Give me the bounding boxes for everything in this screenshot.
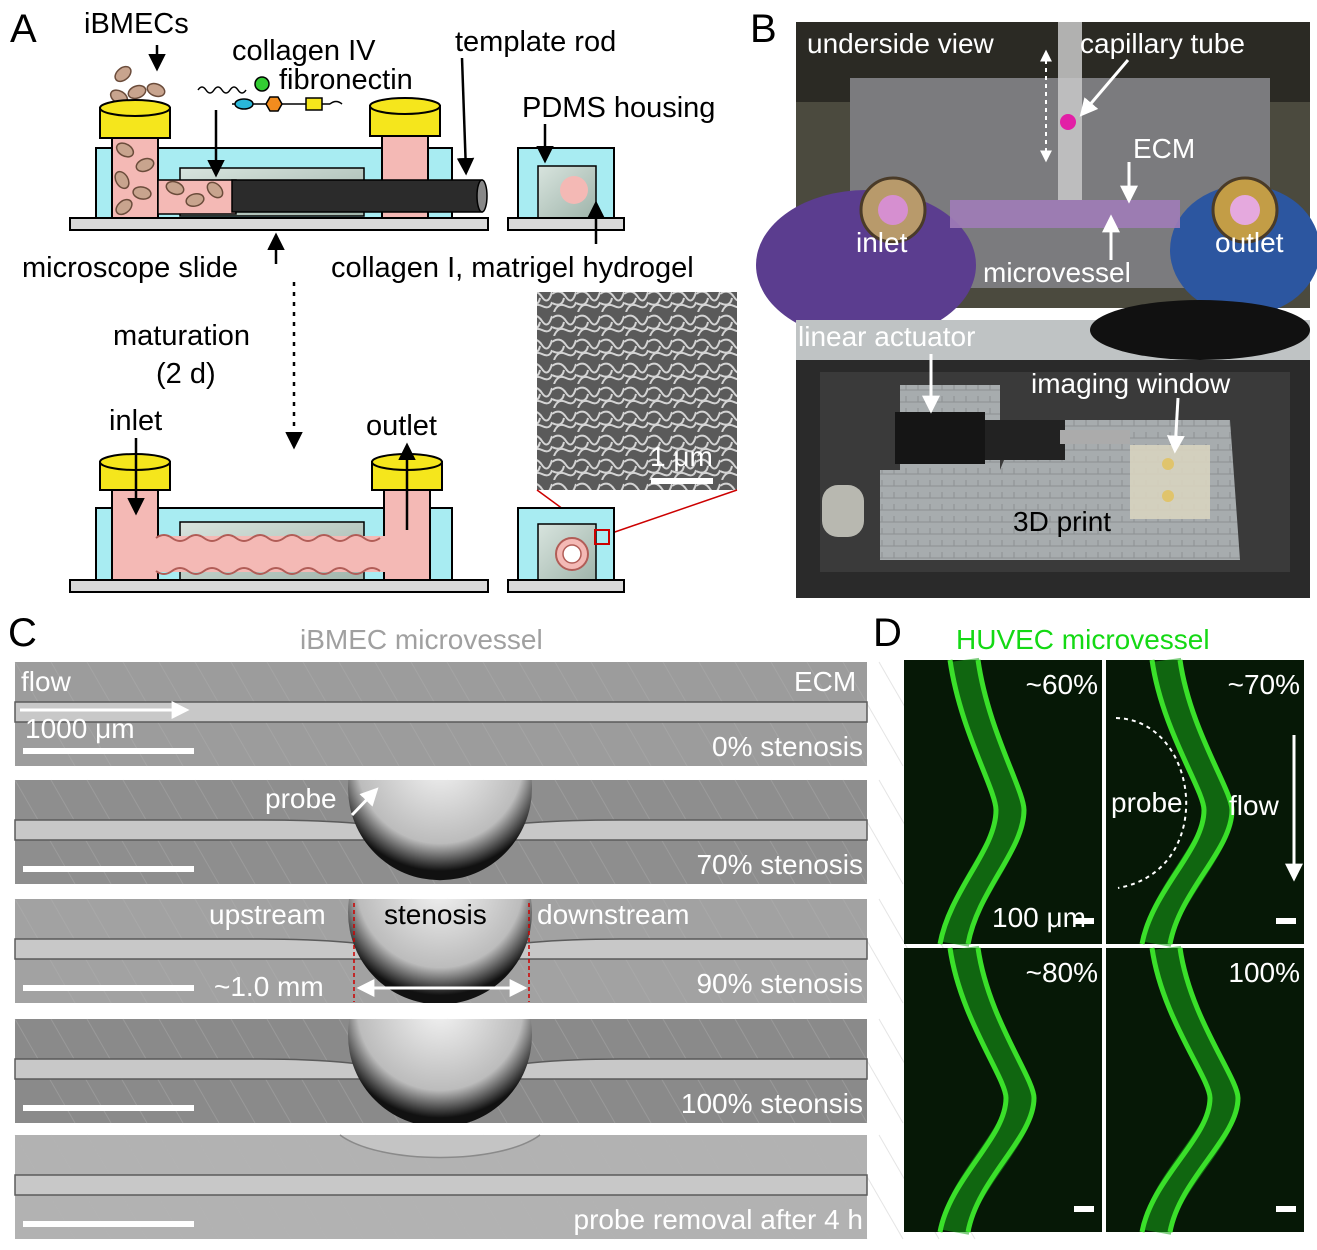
sem-image: 1 μm [536, 292, 738, 535]
device-schematic-top [69, 45, 489, 264]
stenosis-row: 70% stenosis [14, 779, 976, 885]
actuator-setup-photo: linear actuator imaging window 3D print [796, 300, 1310, 598]
stenosis-row: probe removal after 4 h [14, 1134, 976, 1240]
huvec-tile: 100% [1106, 945, 1304, 1236]
stenosis-row-label: probe removal after 4 h [574, 1204, 864, 1235]
probe-imprint [339, 1134, 541, 1159]
scale-bar [1074, 918, 1094, 924]
scale-bar [1276, 1206, 1296, 1212]
probe-label-c: probe [265, 783, 337, 814]
microvessel-outline [14, 1174, 868, 1196]
stenosis-row-label: 90% stenosis [696, 968, 863, 999]
stenosis-image-strip: 0% stenosis 70% stenosis 90% stenosis 100% … [14, 661, 976, 1240]
microscope-slide-label: microscope slide [22, 252, 238, 284]
panel-b-letter: B [750, 7, 777, 51]
panel-c-title: iBMEC microvessel [300, 624, 543, 655]
imaging-window-label: imaging window [1031, 368, 1231, 399]
length-label: ~1.0 mm [214, 971, 324, 1002]
vessel-wall [1141, 657, 1234, 948]
linear-actuator-label: linear actuator [798, 321, 975, 352]
hydrogel-label: collagen I, matrigel hydrogel [331, 252, 694, 284]
panel-a-letter: A [10, 7, 37, 51]
underside-view-label: underside view [807, 28, 995, 59]
stenosis-percent-label: ~60% [1026, 669, 1098, 700]
template-rod-label: template rod [455, 26, 616, 58]
scale-bar [23, 748, 194, 754]
probe-sphere [348, 1019, 532, 1123]
capillary-tube-label: capillary tube [1080, 28, 1245, 59]
fibronectin-label: fibronectin [279, 64, 413, 96]
ecm-label-b: ECM [1133, 133, 1195, 164]
probe-label-d: probe [1111, 787, 1183, 818]
panel-c: C iBMEC microvessel 0% stenosis 70% steno… [8, 611, 976, 1240]
inlet-label-a: inlet [109, 405, 162, 437]
upstream-label: upstream [209, 899, 326, 930]
stenosis-row-label: 0% stenosis [712, 731, 863, 762]
panel-a: A iBMECs collagen IV fibronectin templat… [10, 7, 738, 593]
stenosis-row: 0% stenosis [14, 661, 976, 767]
ecm-protein-molecules [197, 76, 343, 112]
stenosis-label: stenosis [384, 899, 487, 930]
probe-sphere [348, 780, 532, 881]
cross-section-bottom [507, 507, 625, 593]
stenosis-row: 100% steonsis [14, 1018, 976, 1124]
huvec-tile: ~70% [1106, 657, 1304, 948]
huvec-image-grid: ~60% ~70% ~80% 100% [904, 657, 1304, 1236]
tile-background [1106, 948, 1304, 1232]
stenosis-percent-label: ~70% [1228, 669, 1300, 700]
stenosis-percent-label: ~80% [1026, 957, 1098, 988]
scale-bar [1276, 918, 1296, 924]
panel-d-letter: D [873, 611, 902, 655]
ibmecs-label: iBMECs [84, 8, 189, 40]
ecm-label-c: ECM [794, 666, 856, 697]
maturation-label: maturation [113, 320, 250, 352]
downstream-label: downstream [537, 899, 690, 930]
panel-d: D HUVEC microvessel ~60% ~70% ~80% 100% pro… [873, 611, 1304, 1236]
vessel-wall [939, 945, 1036, 1236]
pdms-housing-label: PDMS housing [522, 92, 715, 124]
sem-scale-label: 1 μm [650, 441, 713, 472]
maturation-time-label: (2 d) [156, 358, 216, 390]
underside-view-photo: underside view capillary tube ECM inlet … [756, 22, 1317, 340]
vessel-wall [1141, 945, 1240, 1236]
reservoir-cap-right [369, 97, 441, 137]
vessel-wall [939, 657, 1026, 948]
outlet-label-a: outlet [366, 410, 437, 442]
huvec-tile: ~80% [904, 945, 1102, 1236]
scale-bar [23, 1105, 194, 1111]
scale-bar [23, 985, 194, 991]
device-schematic-bottom [69, 438, 489, 593]
panel-b: B underside view capillary tube ECM inle… [750, 7, 1317, 598]
cross-section-top [507, 124, 625, 244]
stenosis-row-label: 100% steonsis [681, 1088, 863, 1119]
huvec-tile: ~60% [904, 657, 1102, 948]
collagen-iv-label: collagen IV [232, 35, 376, 67]
microvessel-outline [14, 701, 868, 723]
scale-bar [1074, 1206, 1094, 1212]
panel-c-letter: C [8, 611, 37, 655]
outlet-label-b: outlet [1215, 227, 1284, 258]
flow-label-c: flow [21, 666, 72, 697]
scale-bar [23, 866, 194, 872]
scale-bar [23, 1221, 194, 1227]
panel-d-title: HUVEC microvessel [956, 624, 1210, 655]
reservoir-cap-left [99, 99, 171, 139]
scale-bar-label-d: 100 μm [992, 902, 1086, 933]
inlet-label-b: inlet [856, 227, 908, 258]
scale-bar-label-c: 1000 μm [25, 713, 135, 744]
stenosis-row-label: 70% stenosis [696, 849, 863, 880]
3d-print-label: 3D print [1013, 506, 1111, 537]
flow-label-d: flow [1229, 790, 1280, 821]
probe-sphere [348, 899, 532, 1003]
stenosis-percent-label: 100% [1228, 957, 1300, 988]
microvessel-label-b: microvessel [983, 257, 1131, 288]
